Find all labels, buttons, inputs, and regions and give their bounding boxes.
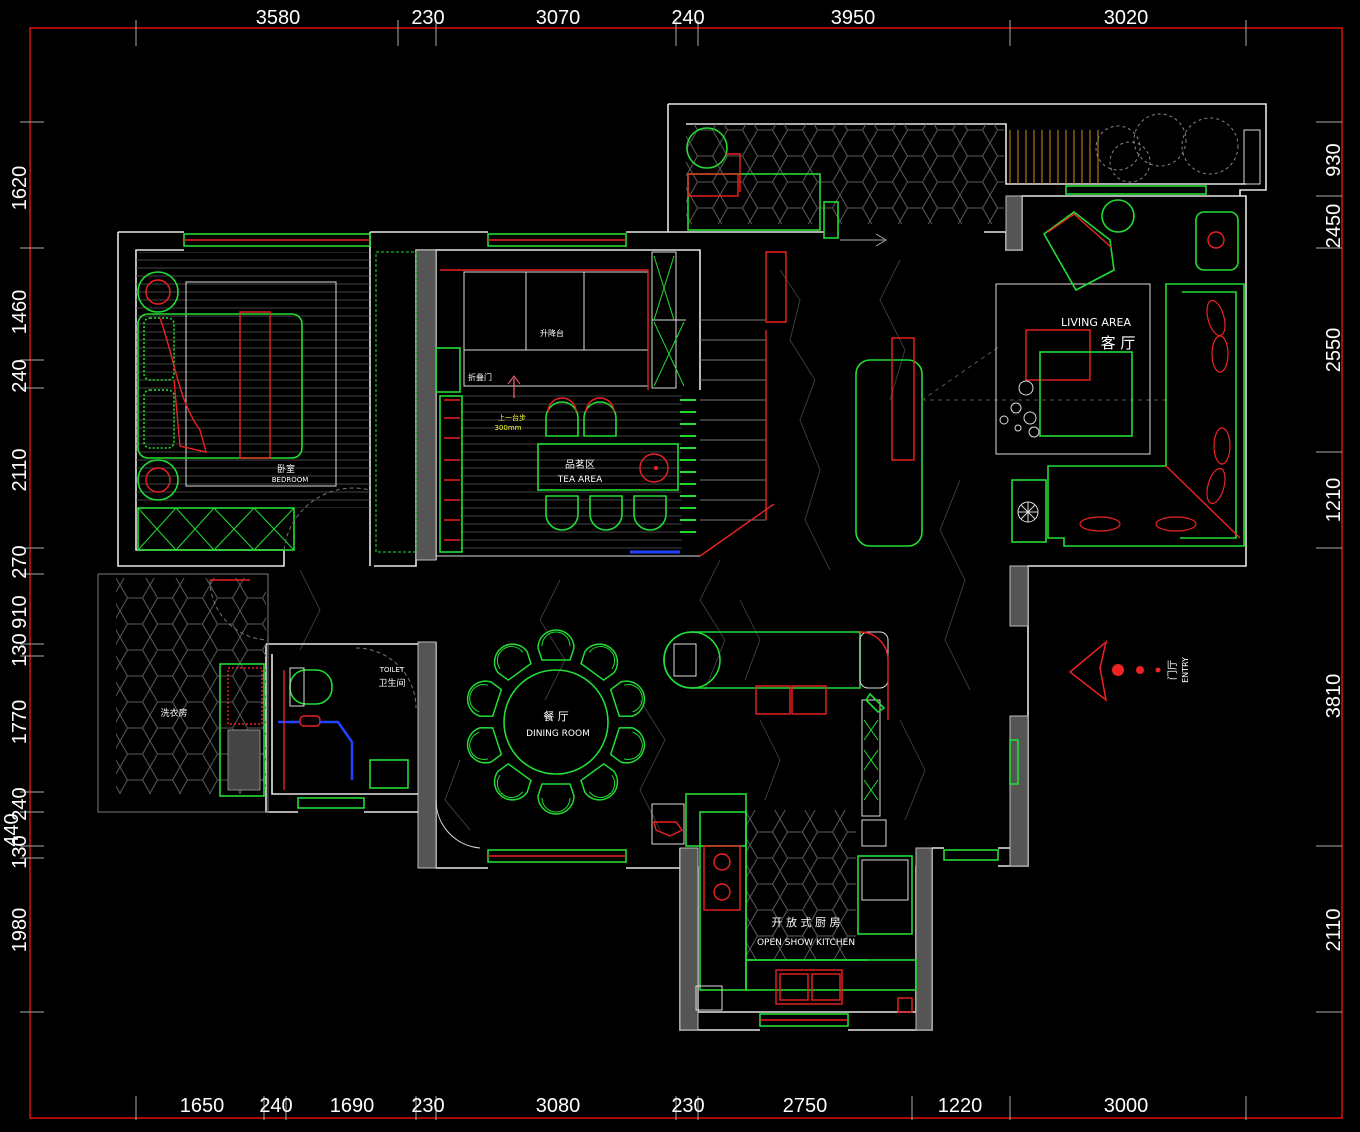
dining-label-en: DINING ROOM [526,729,590,739]
dim-left-3: 240 [9,359,31,392]
bedroom-label-en: BEDROOM [272,476,309,484]
step-note-line1: 上一台步 [498,413,526,422]
dining-chair [609,680,646,718]
dim-bottom-4: 230 [411,1095,444,1117]
dim-right-1: 930 [1323,143,1345,176]
lift-platform-label: 升降台 [540,328,564,338]
laundry-label: 洗衣房 [160,707,187,719]
dim-top-6: 3020 [1104,7,1149,29]
open-kitchen: 开 放 式 厨 房 OPEN SHOW KITCHEN [651,793,917,1013]
tea-area: 升降台 折叠门 上一台步 300mm 品茗区 TEA AREA [435,251,787,557]
kitchen-island [663,631,889,817]
top-dimensions: 3580 230 3070 240 3950 3020 [256,7,1149,29]
entry: 门厅 ENTRY [1009,639,1190,785]
dim-bottom-7: 2750 [783,1095,828,1117]
dim-right-5: 3810 [1323,674,1345,719]
dim-top-2: 230 [411,7,444,29]
step-up-arrow [507,375,521,398]
dining-chair [580,643,619,681]
living-label-en: LIVING AREA [1061,316,1132,329]
dim-right-2: 2450 [1323,204,1345,249]
tile-areas [116,124,1100,960]
toilet-label-en: TOILET [379,666,405,674]
toilet-label-cn: 卫生间 [378,677,405,689]
dim-bottom-1: 1650 [180,1095,225,1117]
entry-direction-marker [1068,639,1161,702]
bedroom-furniture: 卧室 BEDROOM [137,251,417,553]
dim-left-2: 1460 [9,290,31,335]
dim-left-10: 440 [1,813,23,846]
right-dimensions: 930 2450 2550 1210 3810 2110 [1323,143,1345,951]
laundry-room: 洗衣房 [160,579,269,797]
balcony-exit-arrow [840,233,887,247]
dim-bottom-9: 3000 [1104,1095,1149,1117]
kitchen-label-en: OPEN SHOW KITCHEN [757,938,855,948]
step-note-line2: 300mm [495,424,522,432]
dining-chair [466,726,503,764]
dining-room: 餐 厅 DINING ROOM [435,629,646,849]
tea-area-label-en: TEA AREA [557,475,603,485]
dim-bottom-6: 230 [671,1095,704,1117]
dimension-ticks [20,20,1342,1120]
toilet-room: TOILET 卫生间 [278,647,417,790]
bedroom-label-cn: 卧室 [277,463,295,475]
dining-chairs [466,629,646,815]
dim-bottom-5: 3080 [536,1095,581,1117]
dim-left-7: 130 [9,633,31,666]
dim-left-11: 130 [9,835,31,868]
windows [183,185,1207,1027]
tea-area-label-cn: 品茗区 [565,459,595,471]
dim-left-6: 910 [9,595,31,628]
bottom-dimensions: 1650 240 1690 230 3080 230 2750 1220 300… [180,1095,1149,1117]
dining-chair [493,763,532,801]
entry-label-cn: 门厅 [1166,660,1179,680]
dim-right-6: 2110 [1323,908,1345,951]
dim-left-4: 2110 [9,448,31,491]
dim-left-9: 240 [9,787,31,820]
left-dimensions: 1620 1460 240 2110 270 910 130 1770 240 … [1,166,31,953]
dim-bottom-3: 1690 [330,1095,375,1117]
dim-left-12: 1980 [9,908,31,953]
dim-right-4: 1210 [1323,478,1345,523]
dining-chair [537,783,575,815]
dining-chair [609,726,646,764]
marble-floor-texture [299,259,971,831]
kitchen-label-cn: 开 放 式 厨 房 [772,915,841,929]
entry-label-en: ENTRY [1181,657,1190,683]
dim-left-1: 1620 [9,166,31,211]
dim-bottom-2: 240 [259,1095,292,1117]
dining-chair [537,629,575,661]
dim-bottom-8: 1220 [938,1095,983,1117]
dim-right-3: 2550 [1323,328,1345,373]
dining-chair [466,680,503,718]
dim-top-5: 3950 [831,7,876,29]
dining-chair [493,643,532,681]
dim-left-8: 1770 [9,700,31,745]
balcony-furniture [686,113,1261,247]
dim-top-1: 3580 [256,7,301,29]
dining-chair [580,763,619,801]
living-label-cn: 客 厅 [1101,334,1136,352]
walls [97,103,1267,1031]
dining-label-cn: 餐 厅 [543,709,569,723]
dim-top-3: 3070 [536,7,581,29]
dim-top-4: 240 [671,7,704,29]
folding-door-label: 折叠门 [468,372,492,382]
drawing-frame [29,27,1343,1119]
dim-left-5: 270 [9,545,31,578]
living-room: LIVING AREA 客 厅 [855,199,1245,547]
